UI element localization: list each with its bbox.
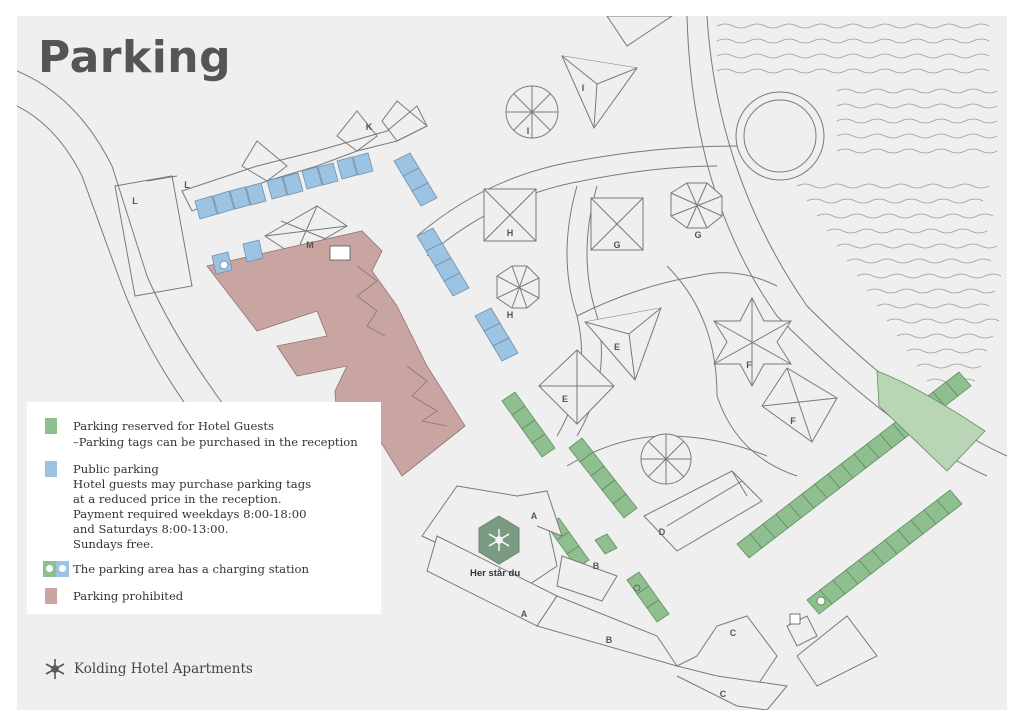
legend-text-public-6: Sundays free. (73, 537, 154, 551)
legend-text-public-3: at a reduced price in the reception. (73, 492, 282, 506)
legend-text-public-4: Payment required weekdays 8:00-18:00 (73, 507, 307, 521)
legend-swatch-guest (45, 418, 57, 434)
label-m: M (306, 240, 314, 250)
building-c-upper (675, 615, 778, 687)
path-north-inner (426, 165, 718, 257)
charging-icon (59, 565, 66, 572)
label-i-1: I (582, 83, 585, 93)
you-are-here-label: Her står du (470, 568, 521, 579)
label-i-2: I (527, 126, 530, 136)
label-l-2: L (184, 180, 190, 190)
label-d: D (659, 527, 666, 537)
legend-text-public-1: Public parking (73, 462, 159, 476)
label-g-1: G (613, 240, 620, 250)
brand: Kolding Hotel Apartments (44, 658, 253, 680)
label-c-1: C (730, 628, 737, 638)
legend-text-public-2: Hotel guests may purchase parking tags (73, 477, 312, 491)
label-e-1: E (614, 342, 620, 352)
label-a-2: A (521, 609, 528, 619)
legend-text-charging: The parking area has a charging station (73, 562, 309, 576)
legend-text-guest-1: Parking reserved for Hotel Guests (73, 419, 274, 433)
label-b-2: B (606, 635, 613, 645)
public-parking (194, 152, 519, 362)
path-north (416, 145, 738, 237)
legend-swatch-charging (43, 561, 69, 577)
snowflake-icon (488, 529, 510, 551)
page-title: Parking (38, 32, 232, 83)
pond-circle (735, 91, 825, 181)
charging-icon (46, 565, 53, 572)
legend-swatch-prohibited (45, 588, 57, 604)
label-a-1: A (531, 511, 538, 521)
snowflake-icon (45, 659, 65, 679)
label-f-1: F (746, 360, 752, 370)
legend-text-guest-2: –Parking tags can be purchased in the re… (73, 435, 358, 449)
guest-parking (501, 370, 986, 623)
label-h-2: H (507, 310, 514, 320)
building-b-upper (556, 555, 618, 602)
brand-name: Kolding Hotel Apartments (74, 661, 253, 677)
charging-station-icon (219, 260, 826, 606)
legend-text-public-5: and Saturdays 8:00-13:00. (73, 522, 229, 536)
label-g-2: G (694, 230, 701, 240)
label-c-2: C (720, 689, 727, 699)
legend-text-prohibited: Parking prohibited (73, 589, 184, 603)
building-l-west (114, 175, 193, 297)
road-west (17, 70, 338, 517)
path-east (666, 265, 798, 477)
label-h-1: H (507, 228, 514, 238)
label-e-2: E (562, 394, 568, 404)
label-b-1: B (593, 561, 600, 571)
label-k: K (366, 122, 373, 132)
label-f-2: F (790, 416, 796, 426)
site-map: L L K M I I H H G G E E F F D A A B B C … (17, 16, 1007, 710)
legend: Parking reserved for Hotel Guests –Parki… (27, 402, 381, 614)
wheelchair-icon (329, 245, 801, 625)
label-l-1: L (132, 196, 138, 206)
legend-swatch-public (45, 461, 57, 477)
